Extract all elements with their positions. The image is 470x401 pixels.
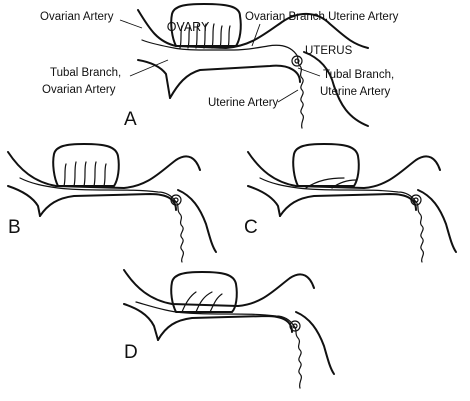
panel-label-a: A — [124, 109, 137, 130]
panel-b-drawing — [7, 143, 217, 263]
label-ovarian-branch-uterine-artery: Ovarian Branch,Uterine Artery — [245, 11, 399, 23]
panel-d-drawing — [123, 269, 335, 389]
panel-c-drawing — [247, 143, 457, 263]
label-tubal-branch-uterine-artery-line1: Tubal Branch, — [323, 69, 394, 81]
label-tubal-branch-ovarian-artery-line2: Ovarian Artery — [42, 84, 116, 96]
ovary-shape-c — [292, 143, 360, 187]
label-uterine-artery: Uterine Artery — [208, 97, 279, 109]
panel-label-d: D — [124, 342, 138, 363]
ovary-shape-d — [170, 271, 238, 313]
ovary-shape-a — [170, 3, 242, 47]
label-ovarian-artery: Ovarian Artery — [40, 11, 114, 23]
label-tubal-branch-uterine-artery-line2: Uterine Artery — [320, 86, 391, 98]
label-ovary: OVARY — [167, 20, 210, 34]
ovary-shape-b — [52, 143, 120, 187]
panel-a-drawing — [137, 3, 369, 129]
label-uterus: UTERUS — [305, 45, 353, 57]
panel-label-c: C — [244, 217, 258, 238]
label-tubal-branch-ovarian-artery-line1: Tubal Branch, — [50, 67, 121, 79]
panel-label-b: B — [8, 217, 21, 238]
uterus-coil-a — [291, 55, 303, 67]
